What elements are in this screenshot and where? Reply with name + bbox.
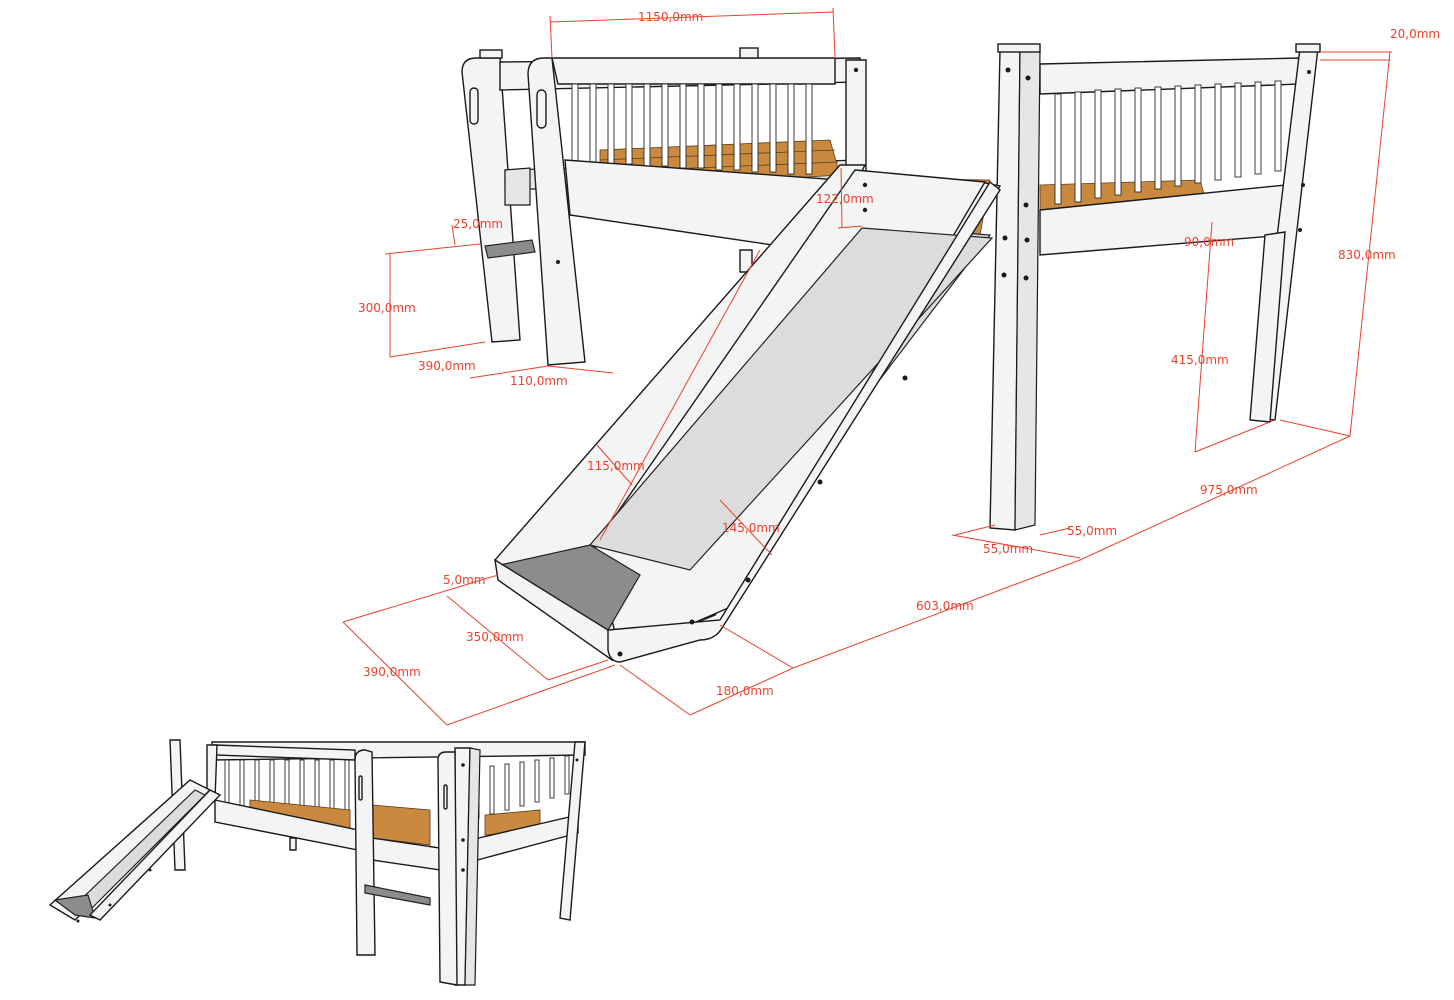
handle-slot-icon — [536, 89, 547, 129]
dimension-labels: 1150,0mm 20,0mm 830,0mm 90,0mm 415,0mm 9… — [358, 10, 1440, 698]
dim-slide-side-width: 145,0mm — [722, 521, 780, 535]
thumbnail-view — [48, 739, 586, 986]
dim-ladder-step-height: 300,0mm — [358, 301, 416, 315]
dim-ladder-width: 390,0mm — [418, 359, 476, 373]
dim-ladder-step-thickness: 25,0mm — [453, 217, 503, 231]
dim-slide-lip: 5,0mm — [443, 573, 485, 587]
thumbnail-ladder — [354, 749, 458, 986]
front-right-post — [989, 43, 1041, 531]
dim-slide-chute-width: 115,0mm — [587, 459, 645, 473]
front-top-rail — [551, 57, 836, 85]
slide — [494, 164, 1002, 663]
dimension-lines — [342, 7, 1392, 726]
dim-post-depth: 55,0mm — [1067, 524, 1117, 538]
dim-overall-height: 830,0mm — [1338, 248, 1396, 262]
dim-overall-depth: 975,0mm — [1200, 483, 1258, 497]
ladder-step — [484, 239, 536, 259]
dim-under-bed-clearance: 415,0mm — [1171, 353, 1229, 367]
ladder-front-panel — [527, 57, 586, 366]
spindles-right — [1054, 80, 1282, 205]
dim-post-width: 55,0mm — [983, 542, 1033, 556]
dim-slide-outer-width: 390,0mm — [363, 665, 421, 679]
dim-slide-end-length: 180,0mm — [716, 684, 774, 698]
left-end-rail — [504, 167, 531, 206]
thumbnail-slide — [48, 779, 222, 923]
dim-overall-width: 1150,0mm — [638, 10, 703, 24]
handle-slot-icon — [469, 87, 479, 125]
dim-slide-offset: 603,0mm — [916, 599, 974, 613]
dim-rail-height: 90,0mm — [1184, 235, 1234, 249]
dim-post-cap-height: 20,0mm — [1390, 27, 1440, 41]
main-view: 1150,0mm 20,0mm 830,0mm 90,0mm 415,0mm 9… — [342, 7, 1440, 726]
dim-ladder-rail-depth: 110,0mm — [510, 374, 568, 388]
dim-slide-top-drop: 122,0mm — [816, 192, 874, 206]
dim-slide-inner-width: 350,0mm — [466, 630, 524, 644]
